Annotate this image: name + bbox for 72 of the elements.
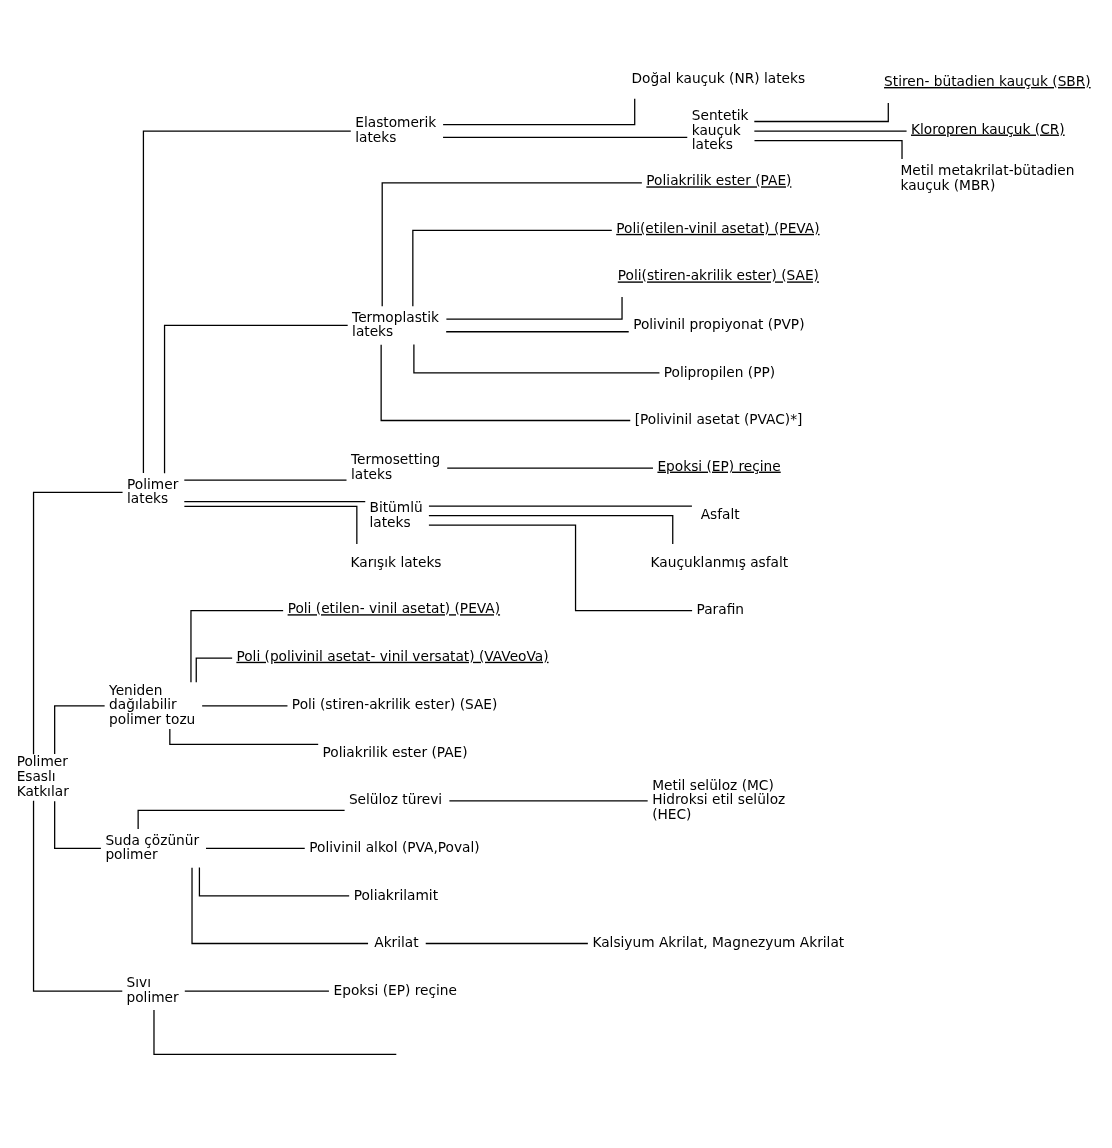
node-text: Poliakrilik ester (PAE) [646, 171, 792, 188]
connector [445, 295, 623, 320]
connector [428, 504, 693, 507]
connector [163, 324, 349, 474]
connector [428, 514, 674, 545]
node-text: Parafin [696, 600, 744, 617]
node-text: Karışık lateks [350, 553, 442, 570]
node-text: Poli (etilen- vinil asetat) (PEVA) [287, 599, 501, 616]
node-text: Polivinil alkol (PVA,Poval) [309, 838, 480, 855]
node-text: Poli (stiren-akrilik ester) (SAE) [291, 695, 498, 712]
node-text: Selüloz türevi [348, 790, 443, 807]
node-text: Termoplastik lateks [352, 308, 439, 339]
connector [183, 500, 366, 502]
connector [32, 799, 123, 992]
node-text: Polipropilen (PP) [663, 363, 776, 380]
connector [142, 129, 352, 474]
connector [412, 229, 613, 307]
connector [442, 97, 636, 125]
node-text: Suda çözünür polimer [105, 831, 200, 862]
connector [380, 343, 631, 421]
connector [448, 799, 649, 801]
node-text: Poli(stiren-akrilik ester) (SAE) [617, 266, 819, 283]
connector [169, 727, 319, 745]
connector [425, 942, 589, 944]
connector [413, 343, 661, 374]
node-text: Kalsiyum Akrilat, Magnezyum Akrilat [592, 933, 845, 950]
node-text: Polimer Esaslı Katkılar [16, 752, 69, 799]
connector [54, 800, 102, 849]
connector [445, 330, 630, 332]
node-text: Poli (polivinil asetat- vinil versatat) (VAVeoVa) [236, 647, 549, 664]
node-text: Asfalt [700, 505, 740, 522]
connector [137, 809, 346, 830]
connector [198, 866, 350, 897]
connector [153, 1008, 397, 1055]
connector [442, 136, 688, 138]
node-text: Bitümlü lateks [369, 498, 423, 530]
node-text: Elastomerik lateks [355, 113, 437, 145]
node-text: Kauçuklanmış asfalt [650, 553, 789, 570]
node-text: Polivinil propiyonat (PVP) [633, 315, 805, 332]
connector [195, 657, 233, 683]
node-text: Metil metakrilat-bütadien kauçuk (MBR) [900, 161, 1075, 193]
node-text: Sıvı polimer [126, 973, 179, 1005]
node-text: Epoksi (EP) reçine [333, 981, 457, 998]
node-text: Termosetting lateks [351, 450, 441, 482]
connector [183, 479, 348, 481]
connector [32, 491, 124, 755]
node-text: Polimer lateks [127, 475, 179, 506]
connector [183, 505, 358, 545]
connector [54, 704, 106, 755]
connector [381, 181, 643, 307]
node-text: Akrilat [374, 933, 419, 950]
node-text: Poli(etilen-vinil asetat) (PEVA) [616, 219, 820, 236]
node-text: Stiren- bütadien kauçuk (SBR) [884, 72, 1091, 89]
connector [205, 847, 306, 849]
connector [190, 609, 284, 683]
node-text: Sentetik kauçuk lateks [691, 106, 749, 152]
node-text: Yeniden dağılabilir polimer tozu [109, 681, 196, 727]
node-text: Doğal kauçuk (NR) lateks [631, 69, 806, 86]
connector [753, 129, 908, 132]
node-text: [Polivinil asetat (PVAC)*] [634, 410, 803, 427]
connector [446, 466, 654, 469]
node-text: Kloropren kauçuk (CR) [911, 120, 1065, 137]
node-text: Poliakrilamit [353, 886, 439, 903]
connector [753, 139, 903, 160]
connector [753, 101, 889, 122]
connector [428, 523, 693, 611]
node-text: Metil selüloz (MC) Hidroksi etil selüloz (HEC) [652, 776, 786, 822]
connector [184, 989, 330, 992]
node-text: Poliakrilik ester (PAE) [322, 743, 468, 760]
connector [191, 866, 369, 944]
node-text: Epoksi (EP) reçine [657, 457, 781, 474]
connector [201, 704, 289, 706]
